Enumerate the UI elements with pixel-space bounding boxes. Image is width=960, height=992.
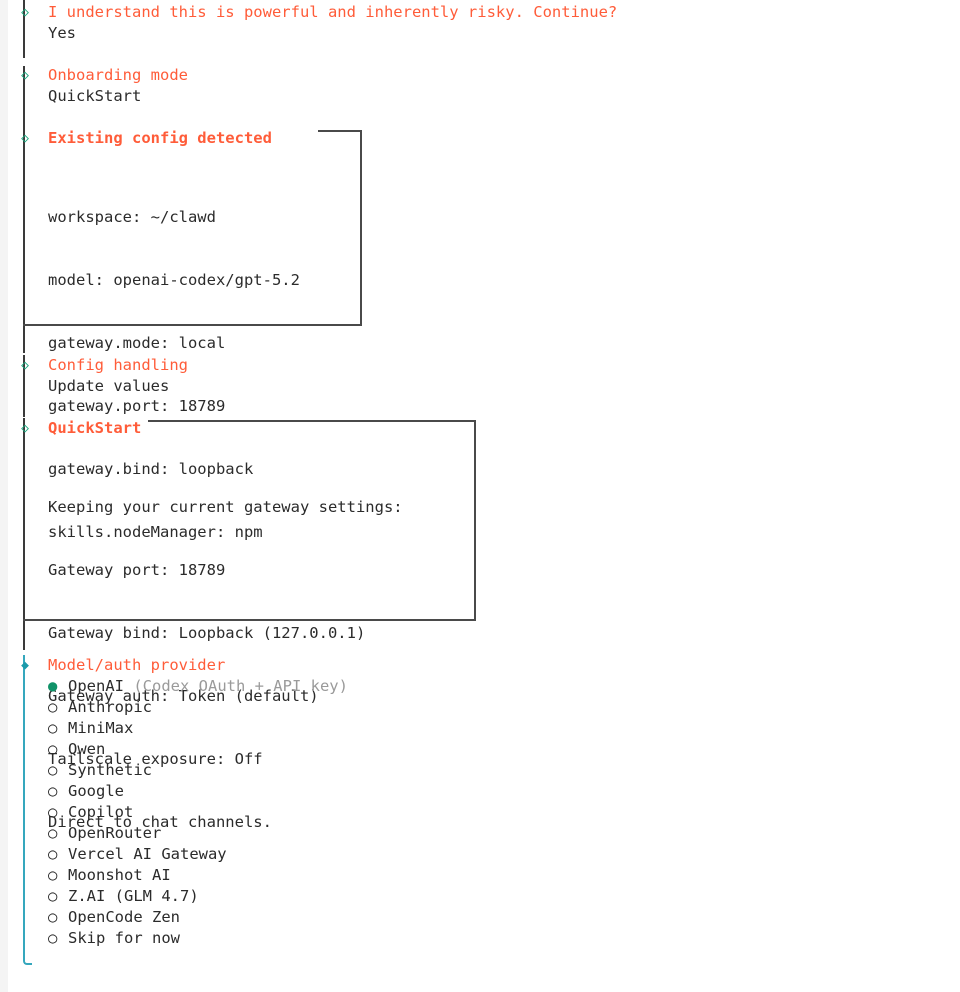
provider-option-vercel-ai-gateway[interactable]: ○ Vercel AI Gateway [48,844,227,865]
provider-label: Qwen [68,740,106,758]
quickstart-line: Gateway port: 18789 [48,561,226,579]
radio-unselected-icon: ○ [48,782,58,800]
quickstart-line: Keeping your current gateway settings: [48,498,403,516]
provider-label: Moonshot AI [68,866,171,884]
radio-unselected-icon: ○ [48,845,58,863]
quickstart-line: Tailscale exposure: Off [48,750,263,768]
quickstart-line: Gateway auth: Token (default) [48,687,319,705]
radio-unselected-icon: ○ [48,824,58,842]
provider-option-zai[interactable]: ○ Z.AI (GLM 4.7) [48,886,199,907]
config-line: skills.nodeManager: npm [48,523,263,541]
step-rail [23,128,25,353]
step-title: Existing config detected [48,129,272,147]
left-gutter [0,0,8,992]
active-step-rail [23,655,25,961]
provider-label: Synthetic [68,761,152,779]
diamond-outline-icon: ◇ [21,358,29,373]
provider-label: Google [68,782,124,800]
diamond-outline-icon: ◇ [21,68,29,83]
radio-unselected-icon: ○ [48,803,58,821]
step-answer: Yes [48,24,76,42]
radio-unselected-icon: ○ [48,887,58,905]
config-line: gateway.mode: local [48,334,226,352]
diamond-filled-icon: ◆ [21,658,29,673]
provider-label: Copilot [68,803,134,821]
radio-unselected-icon: ○ [48,719,58,737]
step-title: Model/auth provider [48,656,226,674]
step-rail [23,355,25,417]
radio-unselected-icon: ○ [48,929,58,947]
step-rail [23,66,25,128]
provider-option-copilot[interactable]: ○ Copilot [48,802,133,823]
step-answer: Update values [48,377,170,395]
provider-option-google[interactable]: ○ Google [48,781,124,802]
step-rail [23,0,25,58]
step-title: I understand this is powerful and inhere… [48,3,618,21]
config-line: model: openai-codex/gpt-5.2 [48,271,300,289]
diamond-outline-icon: ◇ [21,421,29,436]
config-box-content: workspace: ~/clawd model: openai-codex/g… [48,165,300,585]
config-line: gateway.port: 18789 [48,397,226,415]
quickstart-box-content: Keeping your current gateway settings: G… [48,455,403,875]
config-box-top-border [318,130,362,132]
step-title: QuickStart [48,419,142,437]
provider-option-anthropic[interactable]: ○ Anthropic [48,697,152,718]
provider-label: Skip for now [68,929,180,947]
provider-label: Vercel AI Gateway [68,845,227,863]
provider-option-minimax[interactable]: ○ MiniMax [48,718,133,739]
quickstart-box-right-border [474,420,476,621]
quickstart-box-bottom-border [23,619,476,621]
active-rail-corner [23,956,32,965]
provider-label: OpenAI [68,677,124,695]
provider-option-synthetic[interactable]: ○ Synthetic [48,760,152,781]
provider-option-openrouter[interactable]: ○ OpenRouter [48,823,161,844]
radio-unselected-icon: ○ [48,866,58,884]
quickstart-box-top-border [148,420,476,422]
provider-option-openai[interactable]: ● OpenAI (Codex OAuth + API key) [48,676,348,697]
step-rail [23,418,25,650]
radio-unselected-icon: ○ [48,908,58,926]
step-title: Config handling [48,356,188,374]
config-box-right-border [360,130,362,326]
provider-option-opencode-zen[interactable]: ○ OpenCode Zen [48,907,180,928]
provider-label: OpenCode Zen [68,908,180,926]
config-line: gateway.bind: loopback [48,460,254,478]
provider-hint: (Codex OAuth + API key) [124,677,348,695]
diamond-outline-icon: ◇ [21,5,29,20]
provider-option-skip-for-now[interactable]: ○ Skip for now [48,928,180,949]
step-title: Onboarding mode [48,66,188,84]
provider-option-moonshot-ai[interactable]: ○ Moonshot AI [48,865,171,886]
quickstart-line: Direct to chat channels. [48,813,272,831]
provider-label: Anthropic [68,698,152,716]
provider-label: OpenRouter [68,824,162,842]
radio-unselected-icon: ○ [48,698,58,716]
config-line: workspace: ~/clawd [48,208,216,226]
config-box-bottom-border [23,324,362,326]
radio-unselected-icon: ○ [48,761,58,779]
provider-option-qwen[interactable]: ○ Qwen [48,739,105,760]
quickstart-line: Gateway bind: Loopback (127.0.0.1) [48,624,366,642]
radio-unselected-icon: ○ [48,740,58,758]
step-answer: QuickStart [48,87,142,105]
radio-selected-icon: ● [48,677,58,695]
diamond-outline-icon: ◇ [21,131,29,146]
provider-label: Z.AI (GLM 4.7) [68,887,199,905]
provider-label: MiniMax [68,719,134,737]
